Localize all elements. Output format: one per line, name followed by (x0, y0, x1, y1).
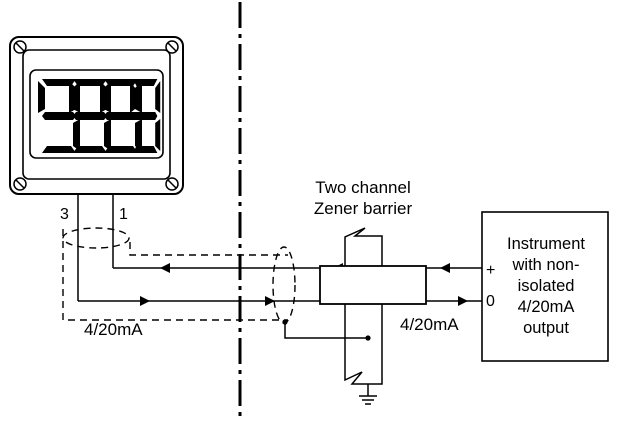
signal-label-left: 4/20mA (84, 320, 143, 339)
zener-barrier: Two channel Zener barrier (314, 178, 427, 385)
terminal-label-1: 1 (119, 206, 128, 223)
barrier-title-line1: Two channel (315, 178, 410, 197)
cable-screen-ellipse (272, 246, 296, 324)
screw-icon (165, 177, 179, 191)
instrument-outline (481, 211, 609, 362)
connection-dot (365, 335, 371, 341)
barrier-rail-top (344, 227, 383, 266)
instrument-box: Instrument with non- isolated 4/20mA out… (481, 211, 609, 362)
cable-screen-ellipse (62, 227, 130, 249)
screw-icon (165, 40, 179, 54)
instrument-terminal-zero: 0 (486, 293, 495, 310)
instrument-label-line: with non- (512, 256, 580, 274)
barrier-title-line2: Zener barrier (314, 199, 413, 218)
terminal-label-3: 3 (60, 206, 69, 223)
earth-ground-icon (359, 395, 377, 405)
instrument-label-line: output (523, 319, 569, 337)
barrier-body (319, 265, 427, 305)
cable-screen (62, 229, 288, 321)
screw-icon (13, 40, 27, 54)
instrument-terminal-plus: + (486, 262, 495, 279)
screen-drain-wire (284, 322, 368, 339)
signal-label-right: 4/20mA (400, 315, 459, 334)
barrier-rail-bottom (344, 304, 383, 385)
instrument-label-line: Instrument (507, 235, 585, 253)
instrument-label-line: 4/20mA (518, 298, 575, 316)
screw-icon (13, 177, 27, 191)
panel-meter: 9999 (9, 36, 184, 195)
instrument-label-line: isolated (518, 277, 575, 295)
